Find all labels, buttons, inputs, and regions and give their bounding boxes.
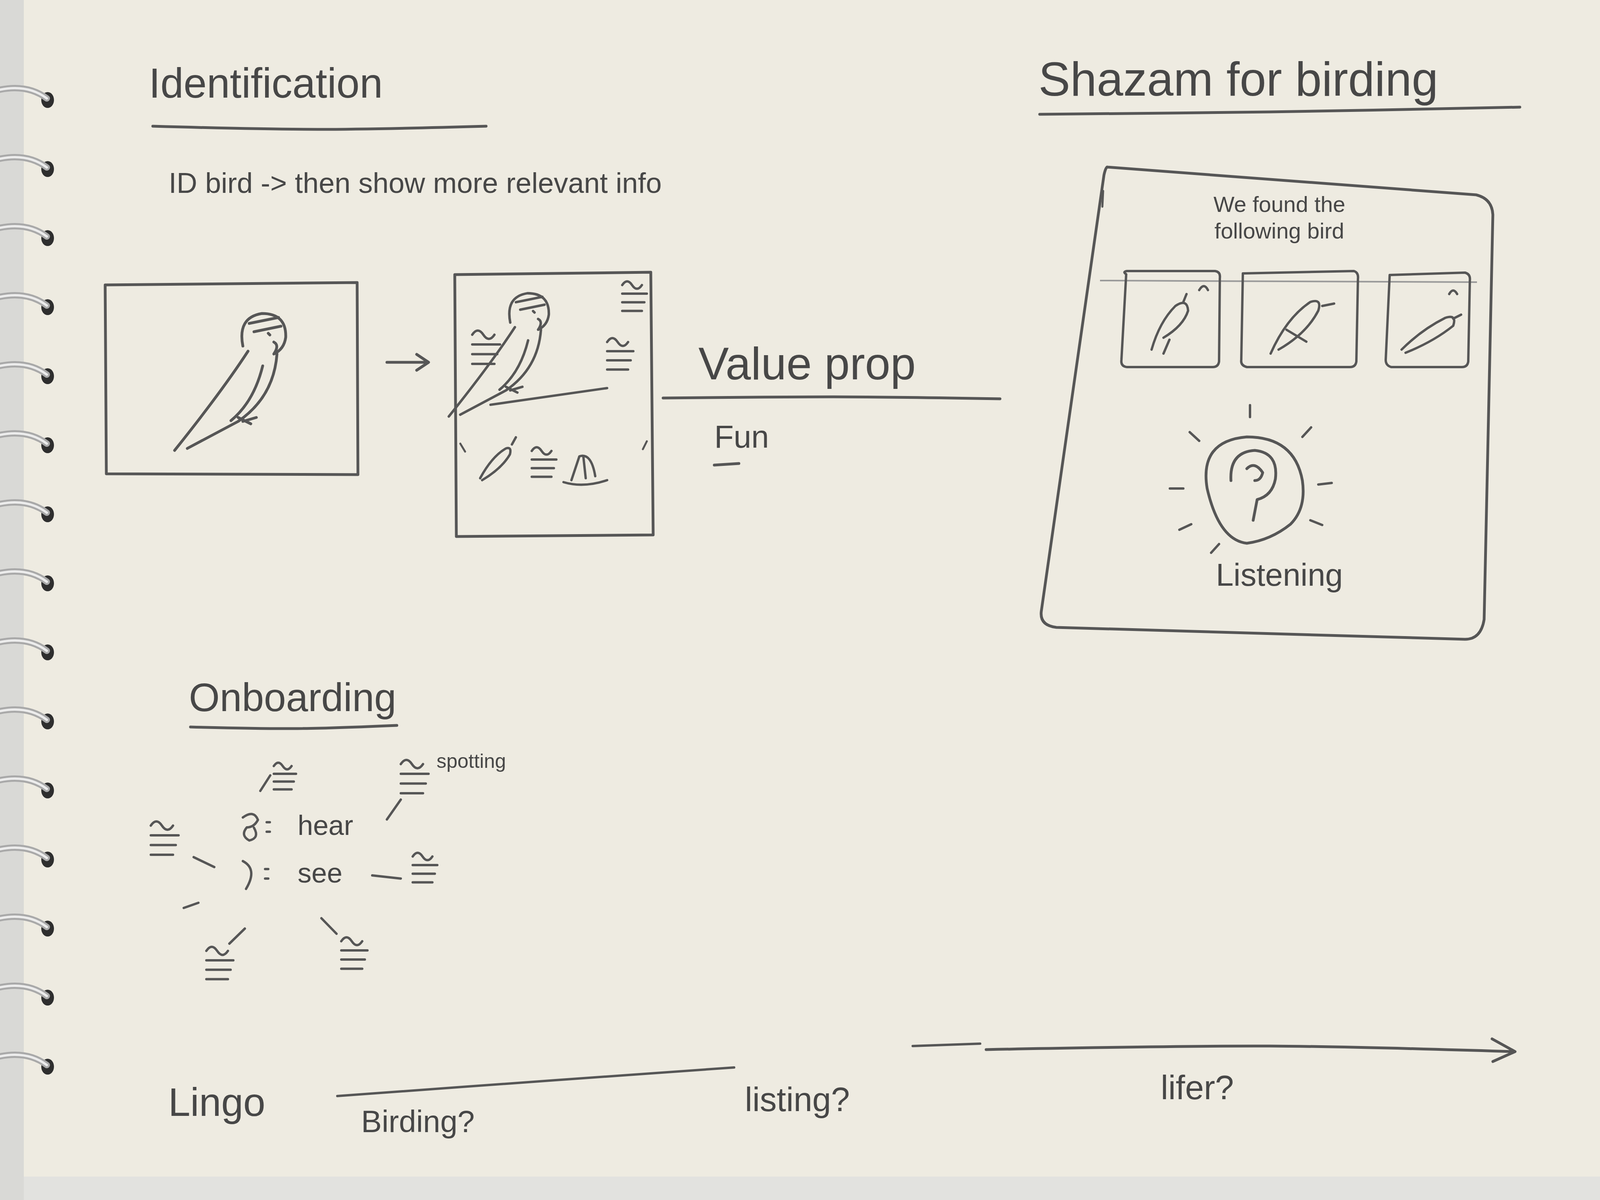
sketch-label: hear [297,809,354,842]
timeline-line [912,1043,981,1047]
spiral-ring [0,502,47,513]
spiral-ring [0,433,47,444]
spiral-ring [0,1054,47,1066]
spiral-ring-shine [0,916,47,927]
sketch-label: Birding? [361,1103,475,1140]
spiral-ring-shine [0,433,47,444]
spiral-ring [0,985,47,997]
ear-symbol [242,813,258,841]
spiral-ring-shine [0,295,47,306]
eye-symbol [242,822,270,889]
footprint-icon [563,455,608,485]
mindmap-branch [229,928,245,944]
spiral-ring-shine [0,88,47,99]
spiral-ring-shine [0,640,47,651]
spiral-ring-shine [0,847,47,858]
detail-box [454,272,654,537]
ear-icon [1230,450,1276,521]
page-edge [23,1176,1600,1200]
spiral-ring-shine [0,364,47,375]
sketch-label: Shazam for birding [1038,51,1439,107]
sketch-label: Value prop [698,337,916,390]
spiral-ring [0,571,47,582]
spiral-ring [0,88,47,99]
phone-screen: We found the following birdListening [1032,163,1527,643]
bird-thumbnail [1241,271,1359,368]
photo-box [105,282,358,475]
sketch-label: see [297,857,343,890]
heading-underline [190,725,397,729]
mindmap-note [412,852,438,883]
spiral-ring-shine [0,778,47,789]
sketch-label: Lingo [168,1079,266,1125]
perch-line [490,388,608,405]
info-squiggle [531,447,557,477]
spiral-ring [0,157,47,168]
mindmap-note [273,762,297,790]
heading-underline [1039,107,1520,115]
sketch-label: Identification [148,59,383,108]
info-squiggle [472,330,500,364]
spiral-ring [0,709,47,720]
spiral-ring [0,847,47,858]
sketch-label: spotting [436,750,506,774]
spiral-ring-shine [0,1054,47,1066]
box-tick [460,441,647,452]
heading-underline [152,126,487,130]
mindmap-note [400,759,429,794]
screen-heading: We found the following bird [1168,190,1391,245]
status-text: Listening [1032,555,1527,595]
small-bird [480,437,516,481]
thumbnail-bird [1151,286,1208,354]
flow-arrow [386,354,429,371]
sketch-label: Fun [714,418,770,456]
mindmap-branch [372,875,401,879]
mindmap-branch [183,902,199,908]
sketch-label: listing? [744,1080,850,1120]
mindmap-note [150,821,179,855]
spiral-ring-shine [0,502,47,513]
spiral-ring [0,916,47,927]
spiral-ring [0,778,47,789]
bird-thumbnail [1121,271,1220,368]
mindmap-note [206,946,234,980]
spiral-ring [0,226,47,237]
timeline-line [337,1067,735,1097]
spiral-ring [0,295,47,306]
spiral-ring-shine [0,571,47,582]
spiral-ring [0,640,47,651]
frame-tick [1102,190,1104,207]
mindmap-branch [321,918,337,934]
value-prop-line [663,396,1000,399]
listening-rays [1169,405,1332,553]
fun-underline [714,463,739,466]
bird-thumbnail [1385,272,1470,368]
thumbnail-bird [1401,290,1462,353]
bird-illustration [174,313,286,451]
ear-icon-outline [1205,436,1304,544]
spiral-ring-shine [0,709,47,720]
info-squiggle [607,338,634,370]
mindmap-branch [260,775,271,791]
mindmap-branch [386,799,401,820]
sketch-label: Onboarding [188,674,397,721]
sketch-label: lifer? [1160,1068,1234,1108]
sketch-label: ID bird -> then show more relevant info [168,166,665,200]
spiral-ring [0,364,47,375]
thumbnail-bird [1270,301,1335,354]
mindmap-branch [193,857,215,868]
mindmap-note [341,937,368,969]
info-squiggle [622,281,647,311]
spiral-ring-shine [0,226,47,237]
spiral-ring-shine [0,985,47,997]
paper-sheet [23,0,1600,1177]
spiral-ring-shine [0,157,47,168]
timeline-arrow [986,1038,1516,1062]
divider-line [1100,280,1477,283]
